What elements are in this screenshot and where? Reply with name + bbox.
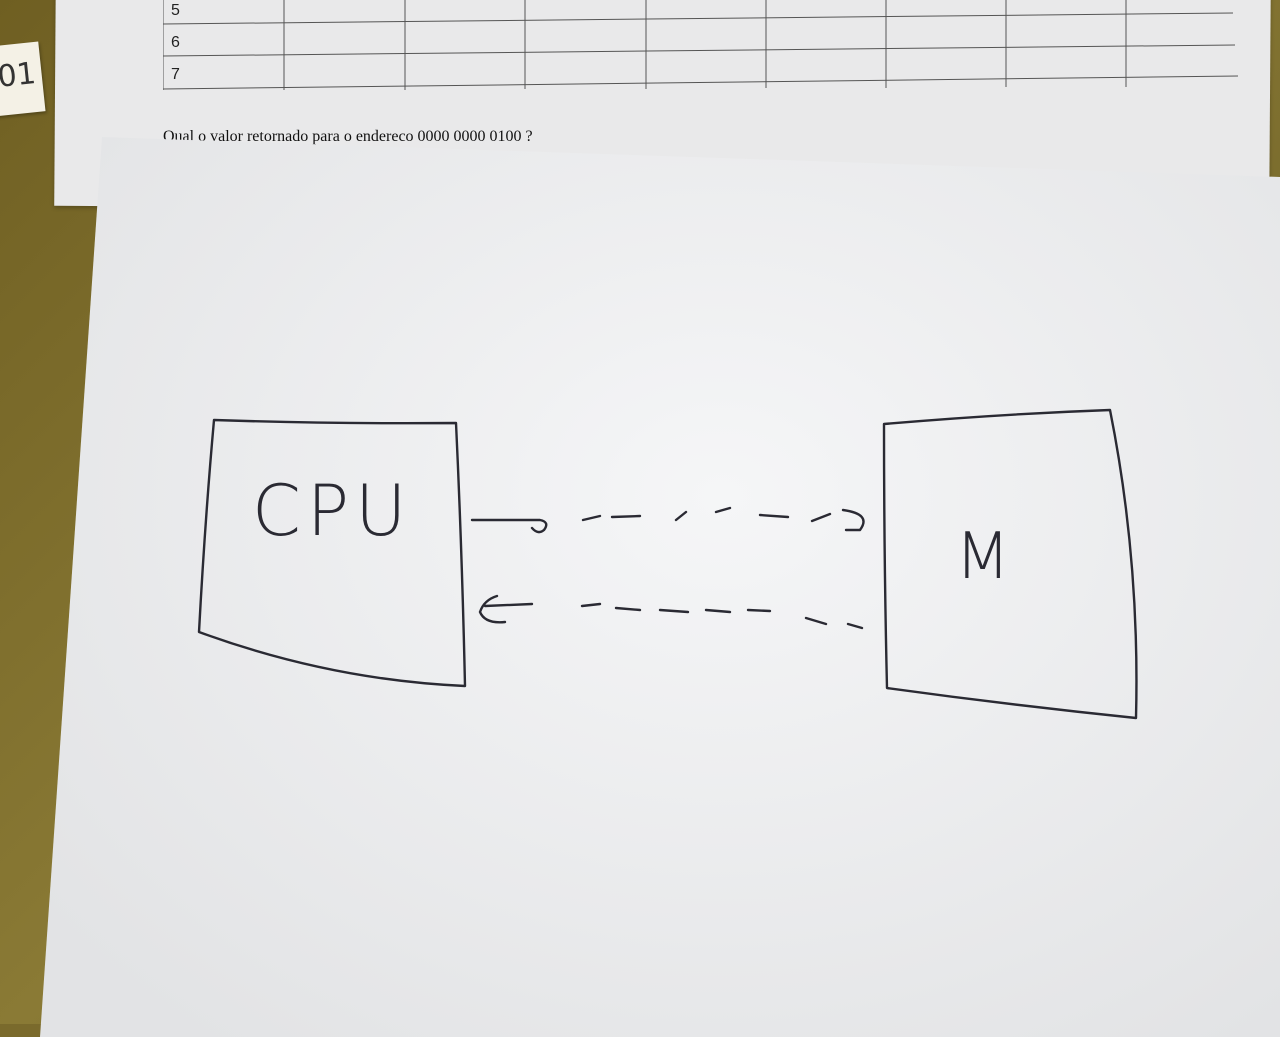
memory-box <box>882 408 1138 720</box>
answer-table: 5 6 7 <box>163 0 1238 90</box>
request-dashes <box>581 506 865 532</box>
table-row-number: 5 <box>171 2 180 19</box>
table-row-number: 7 <box>171 66 180 83</box>
response-arrow <box>478 594 534 624</box>
cpu-label: CPU <box>252 470 413 552</box>
question-text: Qual o valor retornado para o endereco 0… <box>163 128 533 145</box>
front-paper-sheet <box>40 137 1280 1037</box>
response-dashes <box>580 602 864 630</box>
memory-label: M <box>955 520 1011 594</box>
table-grid <box>163 0 1238 90</box>
request-arrow <box>470 518 548 534</box>
table-row-number: 6 <box>171 34 180 51</box>
cpu-box <box>197 418 467 688</box>
